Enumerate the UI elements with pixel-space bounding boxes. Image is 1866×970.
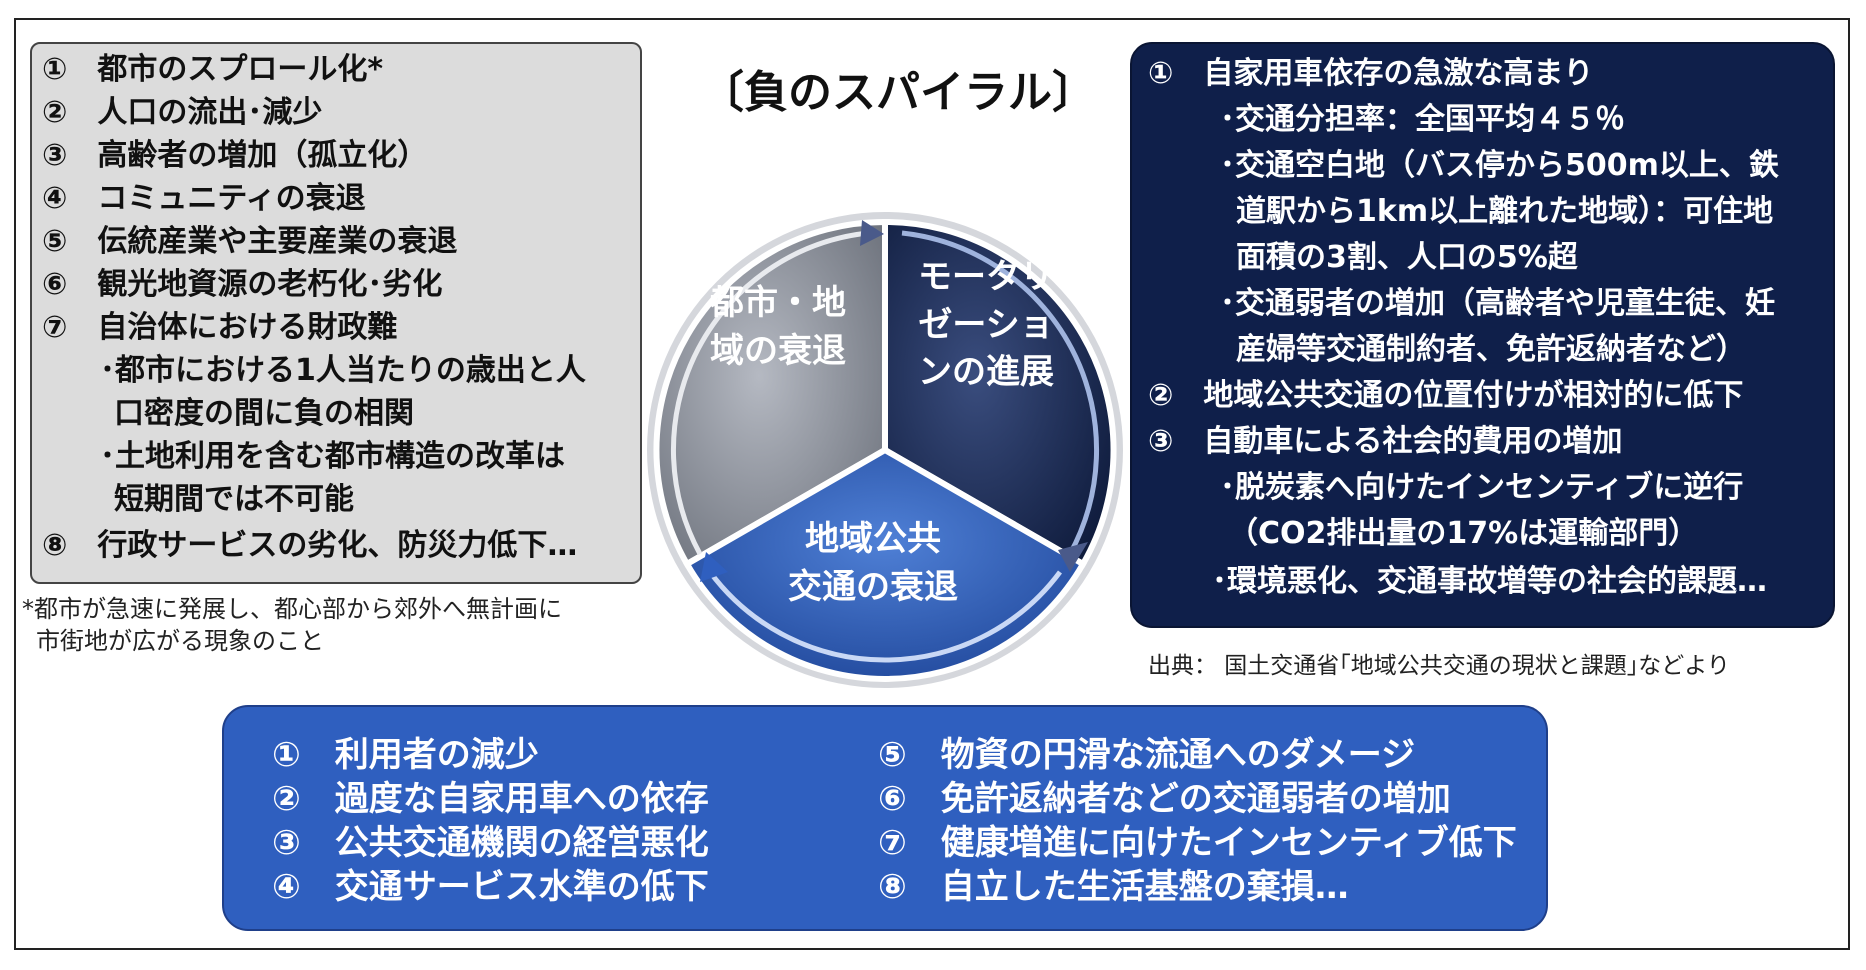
spiral-graphic <box>647 212 1123 688</box>
left-item-1: ① 都市のスプロール化* <box>42 52 384 87</box>
left-item-8: ⑧ 行政サービスの劣化、防災力低下… <box>42 528 578 563</box>
left-item-3: ③ 高齢者の増加（孤立化） <box>42 138 428 173</box>
right-item-3: ③ 自動車による社会的費用の増加 <box>1148 424 1623 459</box>
left-item-7: ⑦ 自治体における財政難 <box>42 310 398 345</box>
right-item-2: ② 地域公共交通の位置付けが相対的に低下 <box>1148 378 1744 413</box>
segment-motorization <box>882 218 1117 569</box>
negative-spiral-diagram: 都市・地 域の衰退 モータリ ゼーショ ンの進展 地域公共 交通の衰退 <box>640 180 1130 690</box>
urban-decline-panel: ① 都市のスプロール化* ② 人口の流出･減少 ③ 高齢者の増加（孤立化） ④ … <box>30 42 642 584</box>
segment-label-line: ンの進展 <box>918 352 1054 393</box>
segment-label-line: モータリ <box>918 257 1054 297</box>
right-subitem: ･交通空白地（バス停から500m以上、鉄 <box>1220 148 1779 183</box>
segment-urban-decline <box>653 218 888 569</box>
right-subitem: ･交通分担率：全国平均４５％ <box>1220 102 1625 137</box>
right-subitem: ･環境悪化、交通事故増等の社会的課題… <box>1212 564 1767 599</box>
left-item-6: ⑥ 観光地資源の老朽化･劣化 <box>42 267 443 302</box>
arrow-ring-navy <box>901 230 1100 556</box>
transit-decline-panel: ① 利用者の減少 ② 過度な自家用車への依存 ③ 公共交通機関の経営悪化 ④ 交… <box>222 705 1548 931</box>
left-subitem: ･土地利用を含む都市構造の改革は <box>100 439 565 474</box>
bottom-item-8: ⑧ 自立した生活基盤の棄損… <box>878 867 1349 907</box>
right-subitem: 道駅から1km以上離れた地域）：可住地 <box>1236 194 1774 229</box>
right-subitem: ･脱炭素へ向けたインセンティブに逆行 <box>1220 470 1744 505</box>
spiral-title: 〔負のスパイラル〕 <box>700 67 1096 118</box>
left-item-2: ② 人口の流出･減少 <box>42 95 323 130</box>
footnote-line: *都市が急速に発展し、都心部から郊外へ無計画に <box>22 595 562 623</box>
segment-transit-decline <box>682 446 1088 682</box>
arrow-head-icon <box>1058 542 1088 572</box>
arrow-head-icon <box>860 220 884 246</box>
arrow-ring-blue <box>707 570 1063 663</box>
left-subitem: 口密度の間に負の相関 <box>114 396 414 431</box>
segment-label-line: 地域公共 <box>805 519 941 559</box>
right-subitem: 産婦等交通制約者、免許返納者など） <box>1236 332 1746 367</box>
left-item-4: ④ コミュニティの衰退 <box>42 181 366 216</box>
right-subitem: （CO2排出量の17%は運輸部門） <box>1228 516 1699 551</box>
segment-label-line: 都市・地 <box>710 283 846 323</box>
motorization-panel: ① 自家用車依存の急激な高まり ･交通分担率：全国平均４５％ ･交通空白地（バス… <box>1130 42 1835 628</box>
segment-label-motorization: モータリ ゼーショ ンの進展 <box>918 254 1054 397</box>
left-subitem: 短期間では不可能 <box>114 482 354 517</box>
arrow-ring-gray <box>670 230 869 556</box>
bottom-item-3: ③ 公共交通機関の経営悪化 <box>272 823 709 863</box>
bottom-item-7: ⑦ 健康増進に向けたインセンティブ低下 <box>878 823 1517 863</box>
right-subitem: ･交通弱者の増加（高齢者や児童生徒、妊 <box>1220 286 1775 321</box>
bottom-item-2: ② 過度な自家用車への依存 <box>272 779 709 819</box>
segment-label-line: 交通の衰退 <box>788 566 958 607</box>
bottom-item-4: ④ 交通サービス水準の低下 <box>272 867 709 907</box>
segment-label-line: ゼーショ <box>918 304 1054 345</box>
left-subitem: ･都市における1人当たりの歳出と人 <box>100 353 586 388</box>
bottom-item-1: ① 利用者の減少 <box>272 735 539 775</box>
segment-label-urban-decline: 都市・地 域の衰退 <box>710 280 846 375</box>
segment-label-transit-decline: 地域公共 交通の衰退 <box>788 516 958 611</box>
arrow-head-icon <box>700 552 728 582</box>
right-subitem: 面積の3割、人口の5%超 <box>1236 240 1578 275</box>
footnote-line: 市街地が広がる現象のこと <box>36 627 324 655</box>
left-item-5: ⑤ 伝統産業や主要産業の衰退 <box>42 224 458 259</box>
right-item-1: ① 自家用車依存の急激な高まり <box>1148 56 1594 91</box>
segment-label-line: 域の衰退 <box>710 330 846 371</box>
source-citation: 出典： 国土交通省｢地域公共交通の現状と課題｣などより <box>1148 653 1730 679</box>
bottom-item-6: ⑥ 免許返納者などの交通弱者の増加 <box>878 779 1451 819</box>
bottom-item-5: ⑤ 物資の円滑な流通へのダメージ <box>878 735 1416 775</box>
